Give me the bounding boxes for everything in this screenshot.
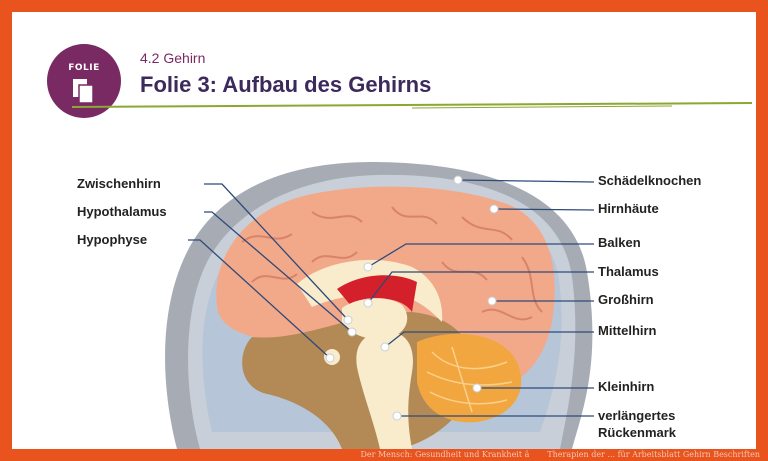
label-mittelhirn: Mittelhirn (598, 323, 657, 338)
label-kleinhirn: Kleinhirn (598, 379, 655, 394)
label-hirnhaeute: Hirnhäute (598, 201, 659, 216)
label-zwischenhirn: Zwischenhirn (77, 176, 161, 191)
label-rueckenmark: Rückenmark (598, 425, 677, 440)
title-underline (71, 102, 753, 109)
label-balken: Balken (598, 235, 641, 250)
folie-badge: FOLIE (47, 44, 121, 118)
badge-label: FOLIE (68, 63, 100, 73)
cerebellum (417, 333, 522, 423)
diencephalon (342, 298, 408, 339)
footer-caption: Der Mensch: Gesundheit und Krankheit ä … (360, 450, 760, 459)
label-schaedelknochen: Schädelknochen (598, 173, 702, 188)
label-hypothalamus: Hypothalamus (77, 204, 167, 219)
page-title: Folie 3: Aufbau des Gehirns (140, 72, 432, 97)
label-thalamus: Thalamus (598, 264, 659, 279)
slide: FOLIE 4.2 Gehirn Folie 3: Aufbau des Geh… (12, 12, 756, 449)
documents-icon (73, 79, 94, 104)
label-grosshirn: Großhirn (598, 292, 654, 307)
section-subtitle: 4.2 Gehirn (140, 50, 206, 66)
brainstem-region (242, 312, 475, 449)
label-verlaengertes: verlängertes (598, 408, 676, 423)
brain-diagram (165, 162, 595, 449)
label-hypophyse: Hypophyse (77, 232, 148, 247)
